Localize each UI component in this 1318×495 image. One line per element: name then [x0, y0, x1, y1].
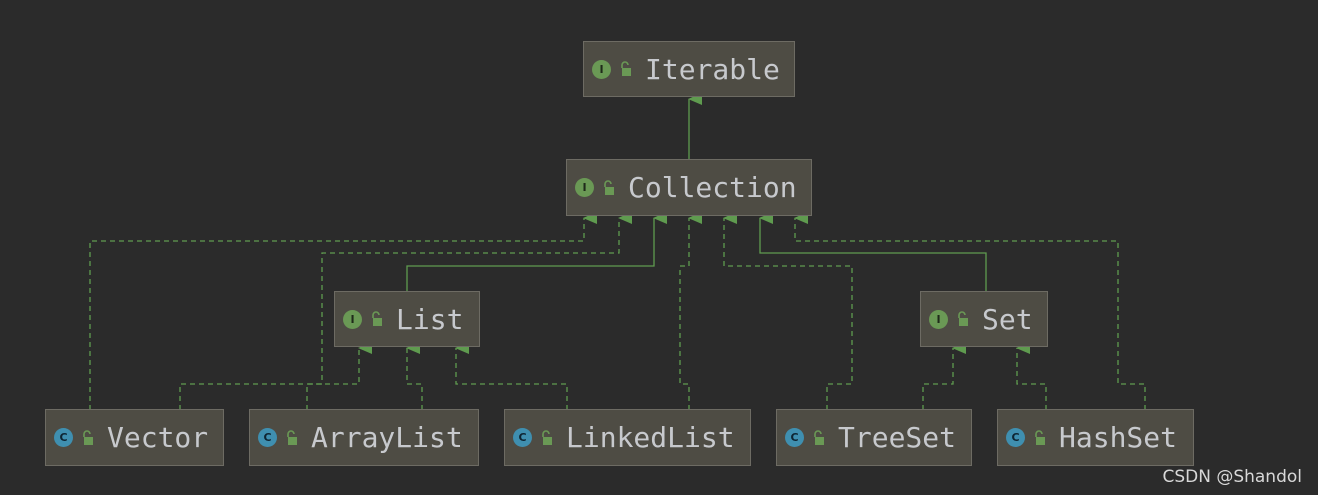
edge-list-collection [406, 212, 667, 292]
edge-hashset-collection [794, 212, 1146, 410]
node-set[interactable]: I Set [920, 291, 1048, 347]
unlocked-icon [1035, 429, 1045, 445]
edge-linkedlist-list [455, 342, 568, 410]
unlocked-icon [542, 429, 552, 445]
class-icon: C [258, 428, 277, 447]
edge-vector-list [179, 342, 372, 410]
interface-icon: I [592, 59, 611, 79]
node-label: Set [982, 302, 1033, 336]
node-arraylist[interactable]: C ArrayList [249, 409, 479, 466]
unlocked-icon [604, 179, 614, 195]
node-label: ArrayList [311, 421, 463, 454]
interface-icon: I [575, 178, 594, 197]
node-label: List [396, 302, 464, 336]
interface-icon: I [343, 309, 362, 329]
unlocked-icon [287, 429, 297, 445]
watermark: CSDN @Shandol [1162, 467, 1302, 487]
node-label: Vector [107, 421, 209, 454]
unlocked-icon [621, 61, 631, 76]
unlocked-icon [83, 429, 93, 445]
node-iterable[interactable]: I Iterable [583, 41, 795, 97]
node-hashset[interactable]: C HashSet [997, 409, 1194, 466]
edge-set-collection [759, 212, 987, 292]
node-label: TreeSet [838, 421, 957, 454]
unlocked-icon [814, 429, 824, 445]
node-label: HashSet [1059, 421, 1178, 454]
node-collection[interactable]: I Collection [566, 159, 812, 216]
node-label: Iterable [645, 52, 780, 86]
class-icon: C [1006, 428, 1025, 447]
edge-arraylist-list [406, 342, 423, 410]
class-icon: C [54, 428, 73, 447]
node-label: LinkedList [566, 421, 735, 454]
unlocked-icon [372, 311, 382, 326]
edge-treeset-set [922, 342, 966, 410]
node-list[interactable]: I List [334, 291, 480, 347]
edge-treeset-collection [723, 212, 853, 410]
edge-linkedlist-collection [679, 212, 702, 410]
node-treeset[interactable]: C TreeSet [776, 409, 972, 466]
interface-icon: I [929, 309, 948, 329]
edge-hashset-set [1016, 342, 1047, 410]
edge-arraylist-collection [306, 212, 632, 410]
node-label: Collection [628, 171, 797, 204]
class-icon: C [785, 428, 804, 447]
node-linkedlist[interactable]: C LinkedList [504, 409, 751, 466]
unlocked-icon [958, 311, 968, 326]
class-icon: C [513, 428, 532, 447]
node-vector[interactable]: C Vector [45, 409, 224, 466]
edge-vector-collection [89, 212, 597, 410]
